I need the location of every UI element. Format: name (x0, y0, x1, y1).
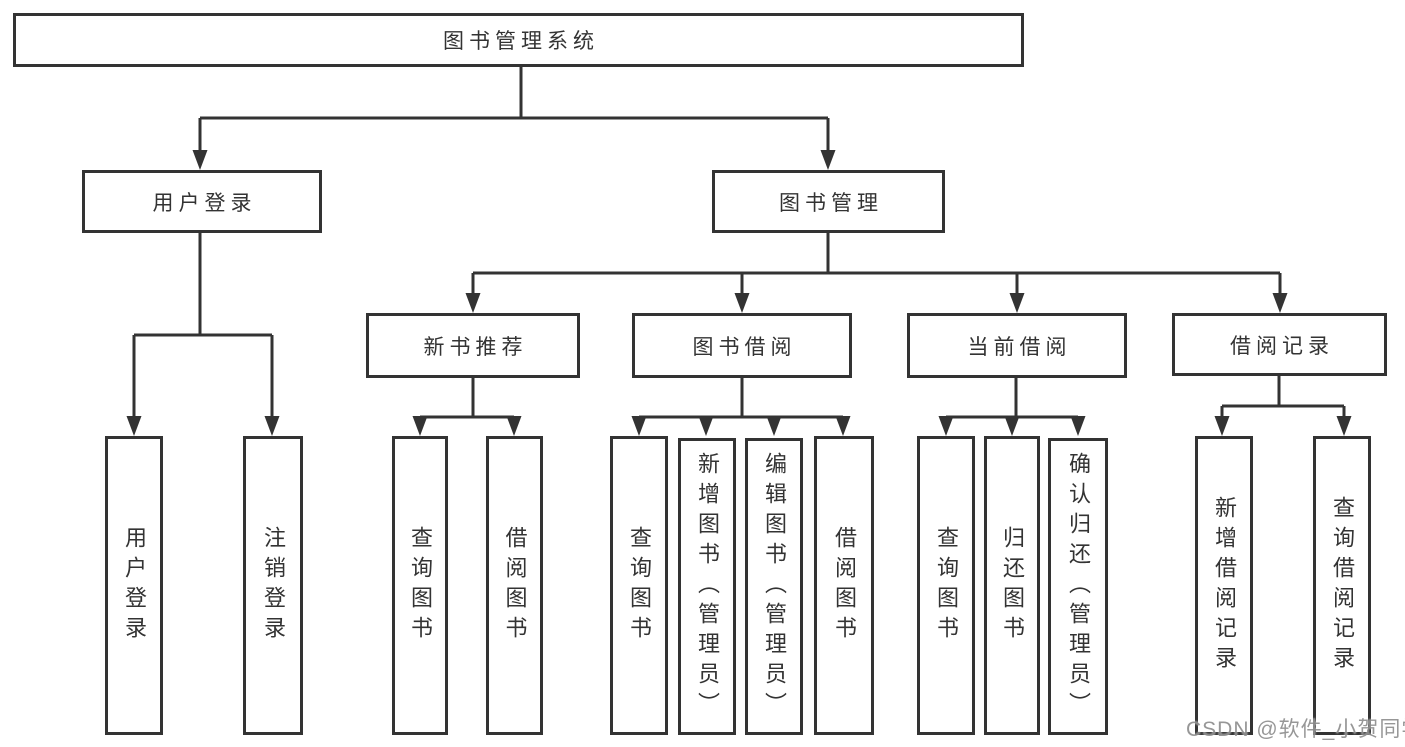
node-root-system: 图书管理系统 (13, 13, 1024, 67)
leaf-add-borrow-record: 新增借阅记录 (1195, 436, 1253, 735)
node-new-book-recommend: 新书推荐 (366, 313, 580, 378)
leaf-edit-books-admin: 编辑图书（管理员） (745, 438, 803, 735)
leaf-return-books: 归还图书 (984, 436, 1040, 735)
leaf-borrow-books: 借阅图书 (814, 436, 874, 735)
csdn-watermark: CSDN @软件_小贺同学 (1186, 718, 1405, 741)
leaf-confirm-return-admin: 确认归还（管理员） (1048, 438, 1108, 735)
leaf-query-borrow-record: 查询借阅记录 (1313, 436, 1371, 735)
leaf-query-books-recommend: 查询图书 (392, 436, 448, 735)
leaf-borrow-books-recommend: 借阅图书 (486, 436, 543, 735)
node-user-login: 用户登录 (82, 170, 322, 233)
leaf-logout: 注销登录 (243, 436, 303, 735)
leaf-user-login: 用户登录 (105, 436, 163, 735)
leaf-query-books-current: 查询图书 (917, 436, 975, 735)
node-book-management: 图书管理 (712, 170, 945, 233)
node-current-borrow: 当前借阅 (907, 313, 1127, 378)
leaf-add-books-admin: 新增图书（管理员） (678, 438, 736, 735)
leaf-query-books-borrow: 查询图书 (610, 436, 668, 735)
node-book-borrow: 图书借阅 (632, 313, 852, 378)
node-borrow-records: 借阅记录 (1172, 313, 1387, 376)
